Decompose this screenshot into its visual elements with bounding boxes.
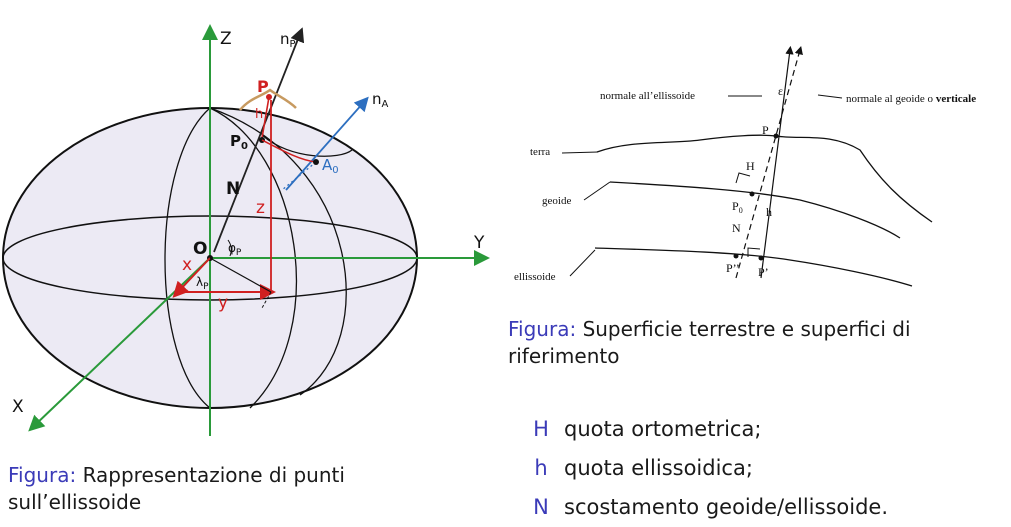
ellissoide-label: ellissoide — [514, 271, 556, 283]
point-p2 — [733, 253, 739, 259]
right-caption-text: Superficie terrestre e superfici di rife… — [508, 317, 911, 368]
lambda-label: λP — [196, 275, 209, 292]
N-right-label: N — [732, 221, 741, 235]
geoide-surface — [609, 181, 901, 239]
point-p-right — [773, 133, 779, 139]
geoide-right-angle — [735, 172, 751, 184]
surfaces-figure: ε normale all’ellissoide normale al geoi… — [514, 45, 976, 287]
legend-row: H quota ortometrica; — [518, 410, 888, 449]
legend-text: quota ellissoidica; — [564, 456, 753, 480]
legend-text: quota ortometrica; — [564, 417, 762, 441]
normal-ellipsoid-label: normale all’ellissoide — [600, 90, 695, 102]
meridian-1 — [164, 107, 211, 409]
left-figure-caption: Figura: Rappresentazione di punti sull’e… — [8, 462, 448, 516]
origin-label: O — [193, 239, 207, 259]
legend-row: h quota ellissoidica; — [518, 449, 888, 488]
terra-label: terra — [530, 146, 550, 158]
right-caption-label: Figura: — [508, 317, 577, 341]
np-label: nP — [280, 30, 296, 50]
ellissoide-pointer — [569, 249, 596, 277]
legend-symbol: h — [534, 456, 548, 480]
phi-arc — [227, 239, 232, 257]
a0-dotted — [281, 161, 317, 191]
surface-patch — [239, 88, 297, 111]
phi-label: φP — [228, 241, 242, 258]
projection-line — [209, 257, 272, 293]
normal-n — [213, 27, 305, 253]
geoide-label: geoide — [542, 195, 571, 207]
symbol-legend: H quota ortometrica; h quota ellissoidic… — [518, 410, 888, 527]
normal-geoid-label: normale al geoide o verticale — [846, 93, 976, 105]
legend-text: scostamento geoide/ellissoide. — [564, 495, 888, 519]
z-axis-label: Z — [220, 29, 232, 49]
meridian-2 — [209, 107, 298, 409]
z-label: z — [256, 198, 265, 218]
point-p0-right — [749, 191, 755, 197]
projection-dashed — [261, 291, 272, 309]
geoide-pointer — [583, 181, 611, 201]
x-axis-label: X — [12, 397, 24, 417]
x-label: x — [182, 255, 192, 275]
terra-pointer — [561, 151, 599, 154]
H-label: H — [746, 159, 755, 173]
left-caption-text: Rappresentazione di punti sull’ellissoid… — [8, 463, 345, 514]
normal-ellipsoid-line — [760, 45, 794, 279]
y-label: y — [218, 293, 228, 313]
p1-label: P’ — [758, 265, 769, 279]
ellipsoid-figure: Z Y X nP N nA z P h P0 A0 O φP x y λP — [2, 24, 490, 436]
legend-row: N scostamento geoide/ellissoide. — [518, 488, 888, 527]
p-p0-line — [261, 96, 270, 139]
point-p1 — [758, 255, 764, 261]
p2-label: P’’ — [726, 261, 740, 275]
legend-symbol: N — [533, 495, 549, 519]
ellissoide-right-angle — [747, 247, 761, 257]
left-caption-label: Figura: — [8, 463, 77, 487]
point-a0 — [313, 159, 319, 165]
h-label: h — [255, 107, 263, 122]
p-right-label: P — [762, 123, 769, 137]
a0-label: A0 — [322, 156, 339, 176]
p0-a0-curve — [261, 139, 317, 163]
p0-right-label: P0 — [732, 199, 743, 215]
p0-label: P0 — [230, 132, 248, 152]
h-right-label: h — [766, 205, 772, 219]
n-label: N — [226, 179, 240, 199]
legend-symbol: H — [533, 417, 549, 441]
p-label: P — [257, 77, 269, 96]
epsilon-label: ε — [778, 84, 783, 98]
x-component — [172, 257, 211, 298]
y-axis-label: Y — [473, 233, 485, 253]
ellissoide-surface — [594, 247, 913, 287]
na-label: nA — [372, 90, 389, 110]
meridian-3 — [209, 107, 347, 396]
right-figure-caption: Figura: Superficie terrestre e superfici… — [508, 316, 988, 370]
normal-geoid-pointer — [817, 94, 843, 99]
